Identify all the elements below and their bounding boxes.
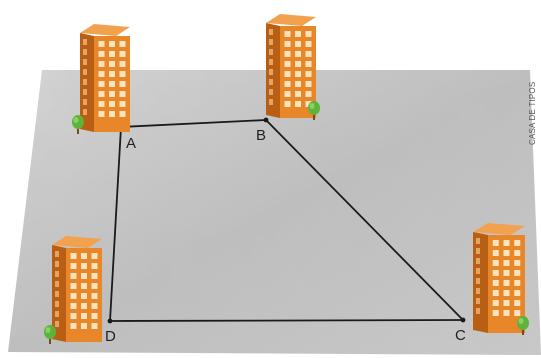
tree-icon	[44, 325, 56, 344]
vertex-label-a: A	[126, 135, 136, 152]
vertex-label-d: D	[105, 328, 116, 345]
building-a	[80, 24, 130, 132]
building-c	[473, 223, 525, 333]
vertex-dot-c	[460, 317, 466, 323]
building-d	[52, 236, 102, 342]
vertex-label-c: C	[455, 327, 466, 344]
edge-cd	[109, 319, 464, 322]
quadrilateral-edges	[109, 119, 464, 322]
vertex-label-b: B	[256, 127, 266, 144]
vertex-dot-d	[107, 318, 113, 324]
tree-icon	[72, 115, 84, 134]
edge-da	[109, 126, 122, 322]
ground-plane	[8, 70, 541, 355]
building-b	[266, 14, 316, 118]
buildings	[44, 14, 529, 344]
vertex-dot-b	[263, 117, 269, 123]
tree-icon	[308, 101, 320, 120]
tree-icon	[517, 316, 529, 335]
credit-text: CASA DE TIPOS	[528, 82, 537, 145]
edge-ab	[120, 119, 267, 128]
edge-bc	[265, 119, 464, 321]
